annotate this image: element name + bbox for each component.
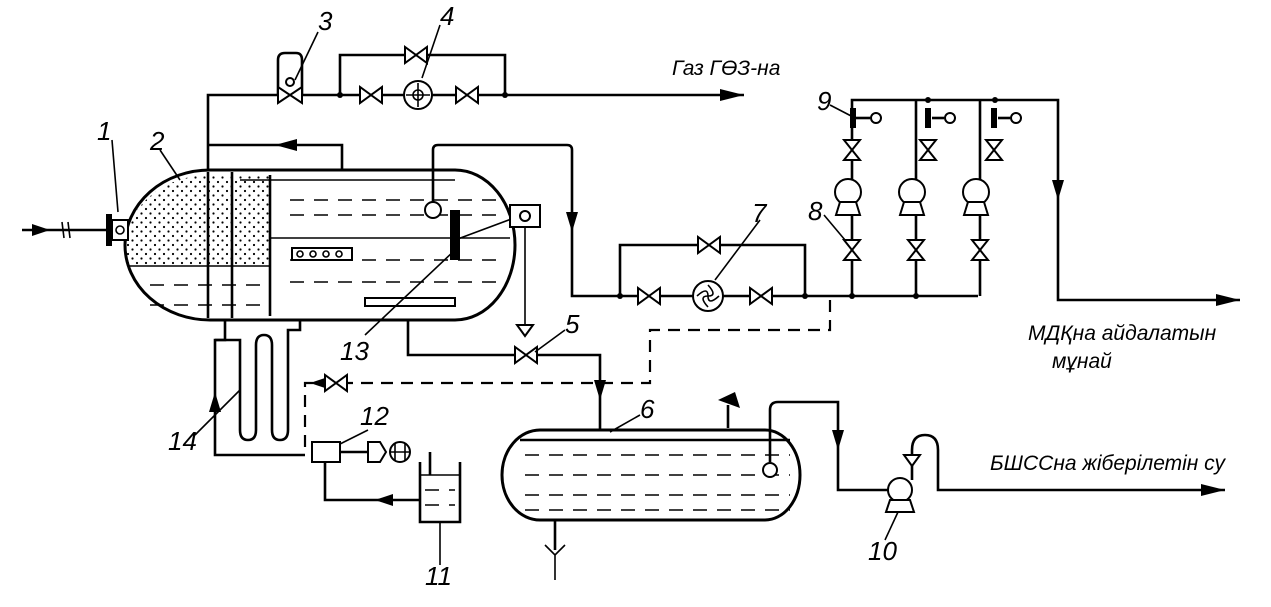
leader-lines xyxy=(111,24,899,565)
water-discharge-valve-5 xyxy=(514,345,538,365)
label-12: 12 xyxy=(360,401,389,431)
gas-line-valve-right xyxy=(455,85,479,105)
label-5: 5 xyxy=(565,309,580,339)
oil-line-valve-left xyxy=(637,286,661,306)
label-4: 4 xyxy=(440,1,454,31)
settling-tank-6 xyxy=(500,392,802,580)
water-pump-10 xyxy=(884,454,922,513)
water-outlet-line xyxy=(768,400,1225,496)
oil-destination-label-line2: мұнай xyxy=(1052,350,1112,373)
label-3: 3 xyxy=(318,6,333,36)
gas-line xyxy=(206,51,744,170)
inlet-device-1 xyxy=(22,214,129,246)
water-destination-label: БШССна жіберілетін су xyxy=(990,452,1226,475)
pressure-regulator-valve-3 xyxy=(277,77,303,105)
label-1: 1 xyxy=(97,116,111,146)
coil-14 xyxy=(209,320,305,457)
label-2: 2 xyxy=(149,126,165,156)
dosing-pump-12 xyxy=(311,441,420,506)
label-6: 6 xyxy=(640,394,655,424)
label-13: 13 xyxy=(340,336,369,366)
label-7: 7 xyxy=(752,198,768,228)
oil-flow-meter-7 xyxy=(692,280,724,312)
pump-unit-b xyxy=(898,108,956,261)
label-8: 8 xyxy=(808,196,823,226)
oil-destination-label-line1: МДҚна айдалатын xyxy=(1028,322,1217,345)
label-11: 11 xyxy=(425,561,452,591)
gas-return-dashed-line xyxy=(303,300,832,450)
gas-destination-label: Газ ГӨЗ-на xyxy=(672,57,780,80)
oil-bypass-valve xyxy=(697,235,721,255)
dashed-line-valve xyxy=(324,373,348,393)
pump-unit-c xyxy=(962,108,1022,261)
label-14: 14 xyxy=(168,426,197,456)
label-9: 9 xyxy=(817,86,831,116)
gas-meter-4 xyxy=(403,80,433,110)
gas-line-valve-left xyxy=(359,85,383,105)
level-control-line xyxy=(406,227,606,430)
reagent-tank-11 xyxy=(418,452,462,524)
label-10: 10 xyxy=(868,536,897,566)
gas-bypass-valve xyxy=(404,45,428,65)
separator-vessel xyxy=(123,168,541,322)
oil-line-valve-right xyxy=(749,286,773,306)
pump-unit-a xyxy=(834,108,882,261)
